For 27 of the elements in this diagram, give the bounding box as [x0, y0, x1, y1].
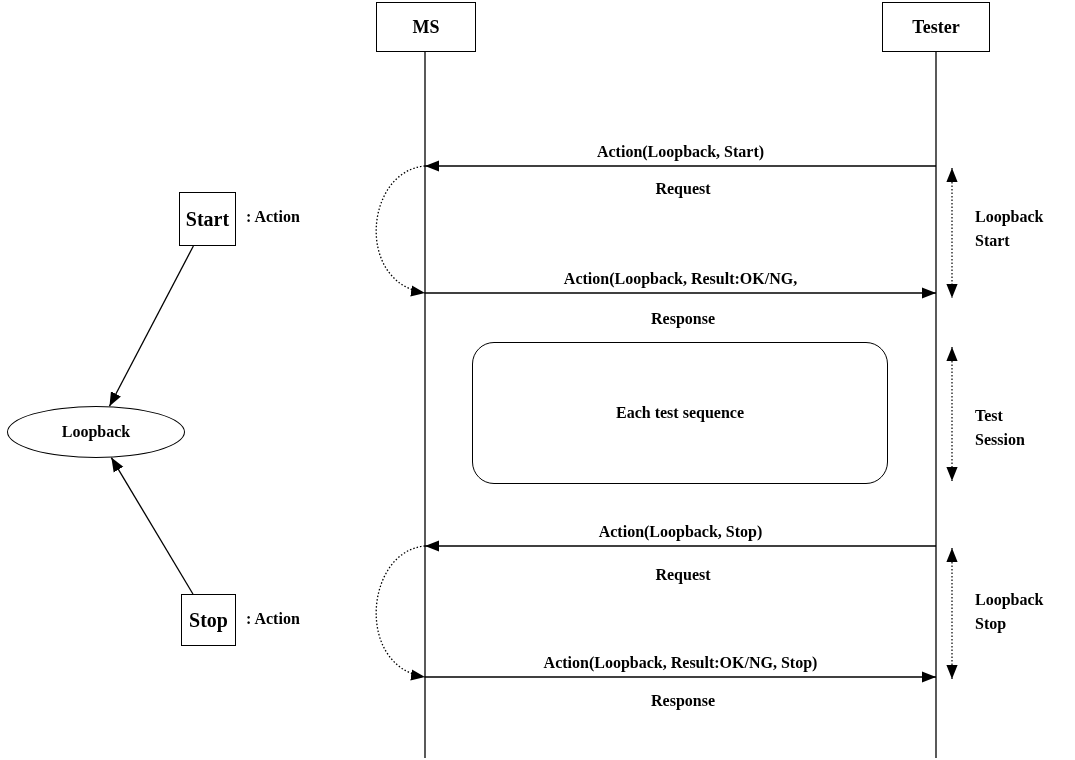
phase-label: Test Session	[975, 406, 1026, 450]
message-type-label: Request	[655, 180, 711, 198]
message-label: Action(Loopback, Result:OK/NG, Stop)	[543, 654, 818, 672]
phase-label: Loopback Stop	[975, 590, 1045, 635]
arrow	[110, 456, 194, 595]
action-box: Stop	[181, 594, 236, 646]
dotted-arrow	[375, 165, 426, 295]
message-label: Action(Loopback, Start)	[596, 143, 765, 161]
action-box: Start	[179, 192, 236, 246]
arrow	[424, 287, 937, 299]
type-label: : Action	[246, 610, 300, 628]
arrow	[424, 671, 937, 683]
arrow	[424, 160, 937, 172]
participant-box: Tester	[882, 2, 990, 52]
participant-box: MS	[376, 2, 476, 52]
dotted-arrow	[375, 545, 426, 679]
arrow	[424, 540, 937, 552]
message-type-label: Response	[651, 310, 715, 328]
phase-label: Loopback Start	[975, 207, 1045, 251]
type-label: : Action	[246, 208, 300, 226]
message-type-label: Request	[655, 566, 711, 584]
arrow	[108, 245, 194, 407]
state-ellipse: Loopback	[7, 406, 185, 458]
message-type-label: Response	[651, 692, 715, 710]
message-label: Action(Loopback, Result:OK/NG,	[563, 270, 798, 288]
sequence-box: Each test sequence	[472, 342, 888, 484]
message-label: Action(Loopback, Stop)	[598, 523, 763, 541]
